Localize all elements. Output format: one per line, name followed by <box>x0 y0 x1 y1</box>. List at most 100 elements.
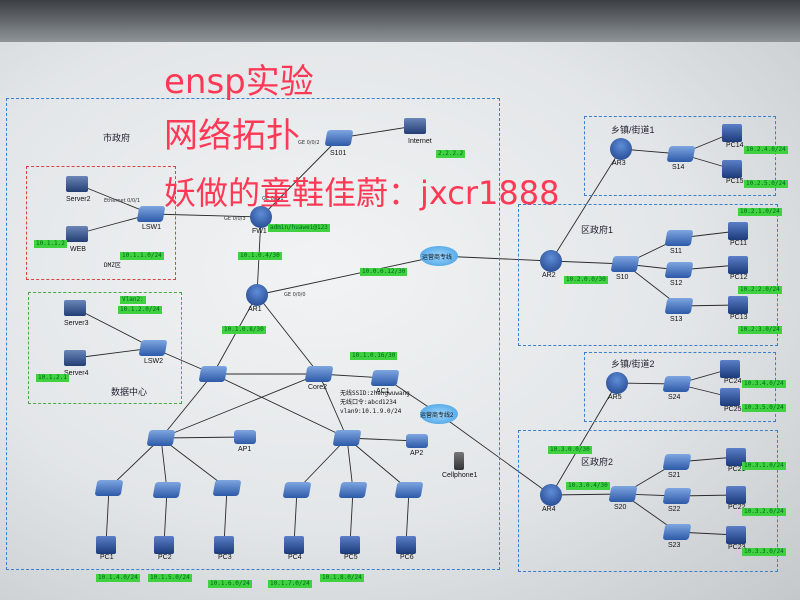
ip-tag: 10.1.6.0/24 <box>208 580 252 588</box>
switch-s12[interactable]: S12 <box>664 262 694 287</box>
switch-core1[interactable] <box>198 366 228 386</box>
pc21[interactable]: PC21 <box>726 448 752 473</box>
switch-lsw2[interactable]: LSW2 <box>138 340 168 365</box>
switch-access3[interactable] <box>212 480 242 500</box>
pc15[interactable]: PC15 <box>722 160 748 185</box>
access-point-ap1[interactable]: AP1 <box>234 430 260 453</box>
server3[interactable]: Server3 <box>64 300 90 327</box>
pc24[interactable]: PC24 <box>720 360 746 385</box>
link-Agg2-Acc6 <box>346 437 410 491</box>
ip-tag: 10.1.4.0/24 <box>96 574 140 582</box>
region-title: 区政府2 <box>581 457 614 467</box>
ip-tag: 10.1.0.16/30 <box>350 352 398 360</box>
pc2[interactable]: PC2 <box>154 536 180 561</box>
link-AR4-AR5 <box>550 382 618 496</box>
device-label: S23 <box>668 542 681 549</box>
link-Agg1-Acc1 <box>108 437 162 489</box>
device-label: Core2 <box>308 384 328 391</box>
web-server[interactable]: WEB <box>66 226 92 253</box>
ip-tag: 10.1.1.2 <box>34 240 67 248</box>
pc11[interactable]: PC11 <box>728 222 754 247</box>
pc5[interactable]: PC5 <box>340 536 366 561</box>
server2[interactable]: Server2 <box>66 176 92 203</box>
switch-access2[interactable] <box>152 482 182 502</box>
switch-lsw1[interactable]: LSW1 <box>136 206 166 231</box>
device-label: S11 <box>670 248 682 255</box>
switch-agg2[interactable] <box>332 430 362 450</box>
cellphone1[interactable]: Cellphone1 <box>442 452 480 479</box>
switch-core2[interactable]: Core2 <box>304 366 334 391</box>
access-point-ap2[interactable]: AP2 <box>406 434 432 457</box>
switch-s22[interactable]: S22 <box>662 488 692 513</box>
device-label: Internet <box>408 138 432 145</box>
device-label: PC11 <box>730 240 747 247</box>
access-controller-ac1[interactable]: AC1 <box>370 370 400 395</box>
device-label: PC4 <box>288 554 302 561</box>
pc1[interactable]: PC1 <box>96 536 122 561</box>
link-Agg1-Acc3 <box>160 437 228 489</box>
device-label: Cellphone1 <box>442 472 478 479</box>
pc13[interactable]: PC13 <box>728 296 754 321</box>
region-title: 市政府 <box>103 133 131 143</box>
carrier-cloud1[interactable]: 运营商专线 <box>420 246 458 266</box>
ip-tag: 10.1.2.1 <box>36 374 69 382</box>
link-AR2-AR3 <box>550 148 622 262</box>
ip-tag: 10.1.2.0/24 <box>118 306 162 314</box>
port-label: GE 0/0/2 <box>298 140 320 146</box>
switch-access4[interactable] <box>282 482 312 502</box>
link-AR1-Core1 <box>212 294 258 375</box>
switch-s13[interactable]: S13 <box>664 298 694 323</box>
link-Agg1-AP1 <box>160 436 246 439</box>
switch-s21[interactable]: S21 <box>662 454 692 479</box>
device-label: 运营商专线 <box>422 255 453 261</box>
ip-tag: 10.3.4.0/24 <box>742 380 786 388</box>
router-ar3[interactable]: AR3 <box>610 138 636 167</box>
switch-access6[interactable] <box>394 482 424 502</box>
switch-s23[interactable]: S23 <box>662 524 692 549</box>
switch-access5[interactable] <box>338 482 368 502</box>
router-ar4[interactable]: AR4 <box>540 484 566 513</box>
device-label: PC21 <box>728 466 746 473</box>
router-ar5[interactable]: AR5 <box>606 372 632 401</box>
switch-s20[interactable]: S20 <box>608 486 638 511</box>
device-label: Server4 <box>64 370 89 377</box>
pc25[interactable]: PC25 <box>720 388 746 413</box>
router-ar1[interactable]: AR1 <box>246 284 272 313</box>
switch-s11[interactable]: S11 <box>664 230 694 255</box>
link-Acc3-PC3 <box>223 487 228 546</box>
server4[interactable]: Server4 <box>64 350 90 377</box>
pc22[interactable]: PC22 <box>726 486 752 511</box>
port-label: GE 0/0/0 <box>284 292 306 298</box>
internet-node[interactable]: Internet <box>404 118 432 145</box>
region-district2: 区政府2 <box>518 430 778 572</box>
pc12[interactable]: PC12 <box>728 256 754 281</box>
switch-s10[interactable]: S10 <box>610 256 640 281</box>
router-ar2[interactable]: AR2 <box>540 250 566 279</box>
switch-s14[interactable]: S14 <box>666 146 696 171</box>
device-label: PC23 <box>728 544 746 551</box>
device-label: S24 <box>668 394 681 401</box>
pc23[interactable]: PC23 <box>726 526 752 551</box>
link-Cloud2-AR4 <box>438 413 552 496</box>
switch-agg1[interactable] <box>146 430 176 450</box>
switch-s24[interactable]: S24 <box>662 376 692 401</box>
pc4[interactable]: PC4 <box>284 536 310 561</box>
ip-tag: 10.2.3.0/24 <box>738 326 782 334</box>
region-title: 区政府1 <box>581 225 614 235</box>
device-label: AR2 <box>542 272 556 279</box>
ip-tag: 10.2.0.0/30 <box>564 276 608 284</box>
watermark-line3: 妖做的童鞋佳蔚：jxcr1888 <box>164 174 560 212</box>
pc6[interactable]: PC6 <box>396 536 422 561</box>
pc3[interactable]: PC3 <box>214 536 240 561</box>
device-label: AR1 <box>248 306 262 313</box>
firewall-fw1[interactable]: FW1 <box>250 206 276 235</box>
carrier-cloud2[interactable]: 运营商专线2 <box>420 404 458 424</box>
port-label: GE 0/0/3 <box>224 216 246 222</box>
ip-tag: 10.3.5.0/24 <box>742 404 786 412</box>
switch-s101[interactable]: S101 <box>324 130 354 157</box>
switch-access1[interactable] <box>94 480 124 500</box>
link-Server3-LSW2 <box>74 307 154 349</box>
link-Acc5-PC5 <box>349 489 354 546</box>
pc14[interactable]: PC14 <box>722 124 748 149</box>
device-label: AP1 <box>238 446 252 453</box>
